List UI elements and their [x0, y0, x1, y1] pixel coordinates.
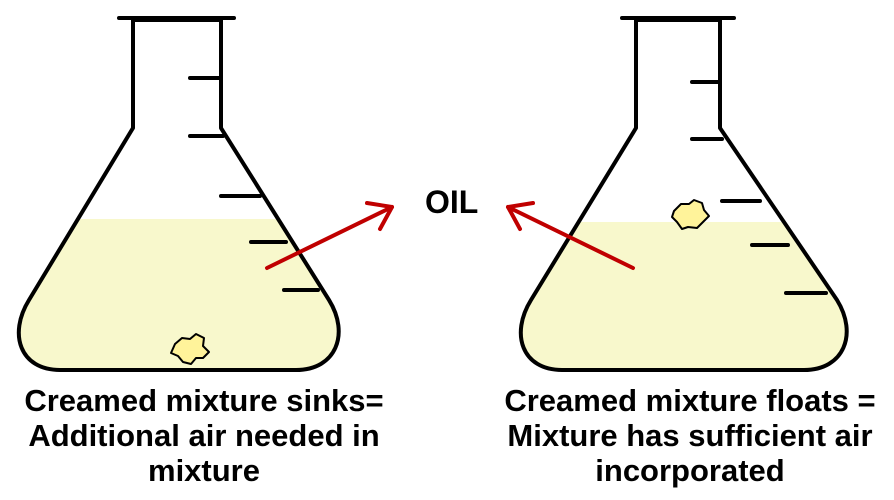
right-arrow — [506, 201, 635, 270]
right-caption-line-2: Mixture has sufficient air — [507, 418, 873, 453]
left-flask — [16, 16, 341, 372]
right-flask-liquid — [520, 222, 847, 370]
right-caption-line-3: incorporated — [595, 453, 785, 488]
left-caption-line-1: Creamed mixture sinks= — [24, 383, 384, 418]
left-caption-line-3: mixture — [148, 453, 260, 488]
right-lump — [671, 199, 710, 230]
right-caption-line-1: Creamed mixture floats = — [504, 383, 876, 418]
right-flask — [518, 16, 849, 372]
oil-label: OIL — [425, 184, 479, 220]
left-flask-outline — [16, 18, 341, 372]
right-flask-graduations — [690, 80, 828, 295]
right-flask-outline — [518, 18, 849, 372]
left-flask-graduations — [188, 76, 320, 292]
left-lump — [170, 333, 210, 365]
left-caption-line-2: Additional air needed in — [28, 418, 380, 453]
right-caption: Creamed mixture floats = Mixture has suf… — [486, 383, 894, 488]
left-caption: Creamed mixture sinks= Additional air ne… — [0, 383, 408, 488]
left-arrow — [265, 201, 394, 270]
